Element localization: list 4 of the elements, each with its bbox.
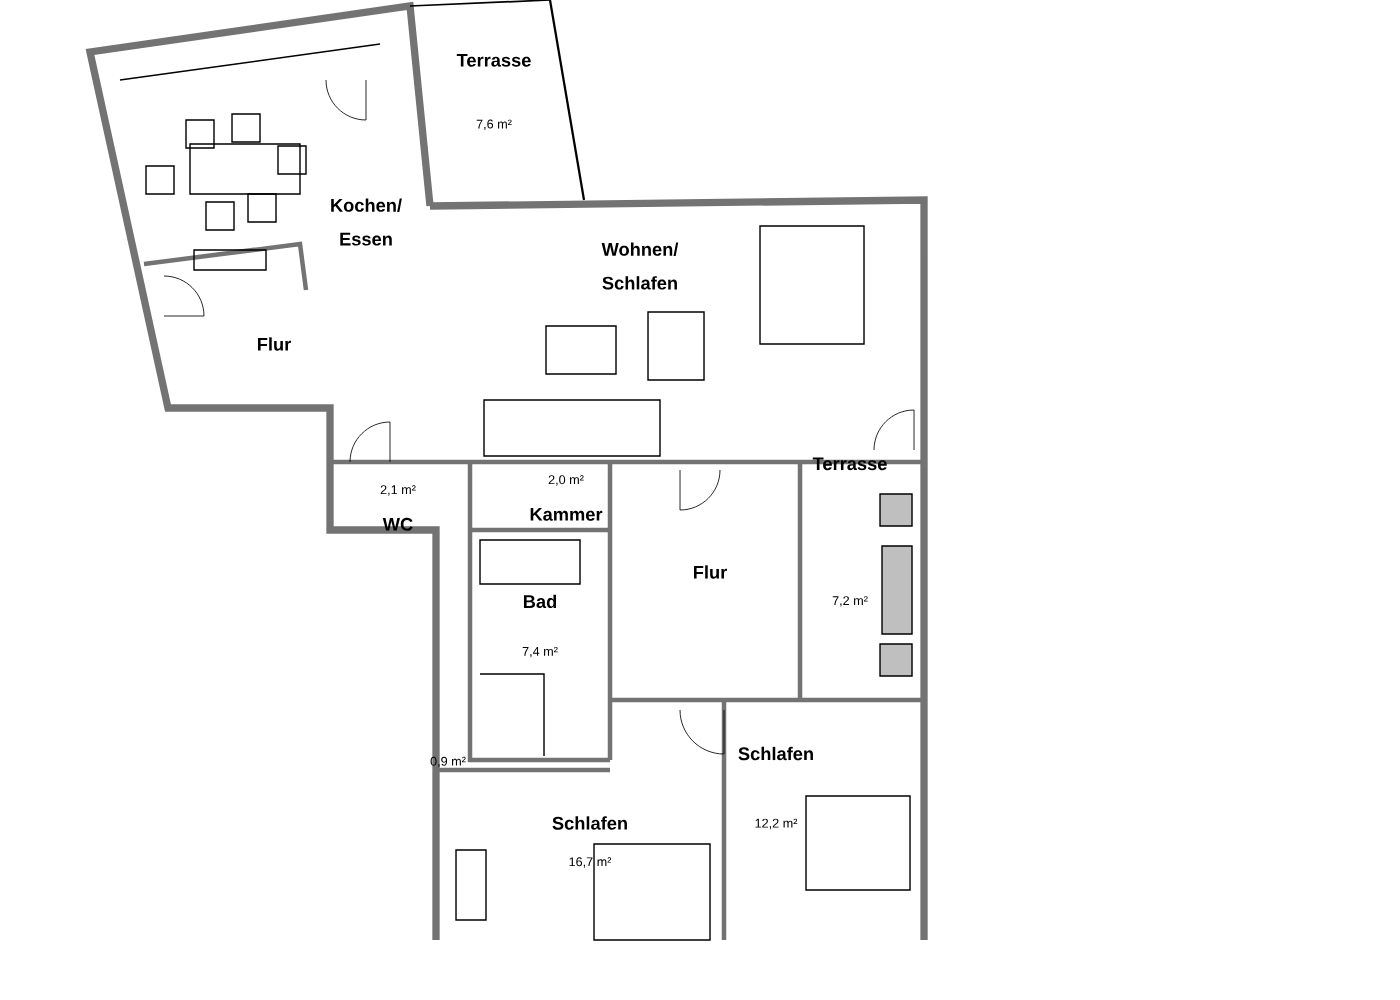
room-label: Flur (258, 337, 291, 351)
room-label: Flur (694, 565, 727, 579)
room-label: Wohnen/ Schlafen (601, 242, 679, 290)
room-label: Kochen/ Essen (331, 198, 402, 246)
